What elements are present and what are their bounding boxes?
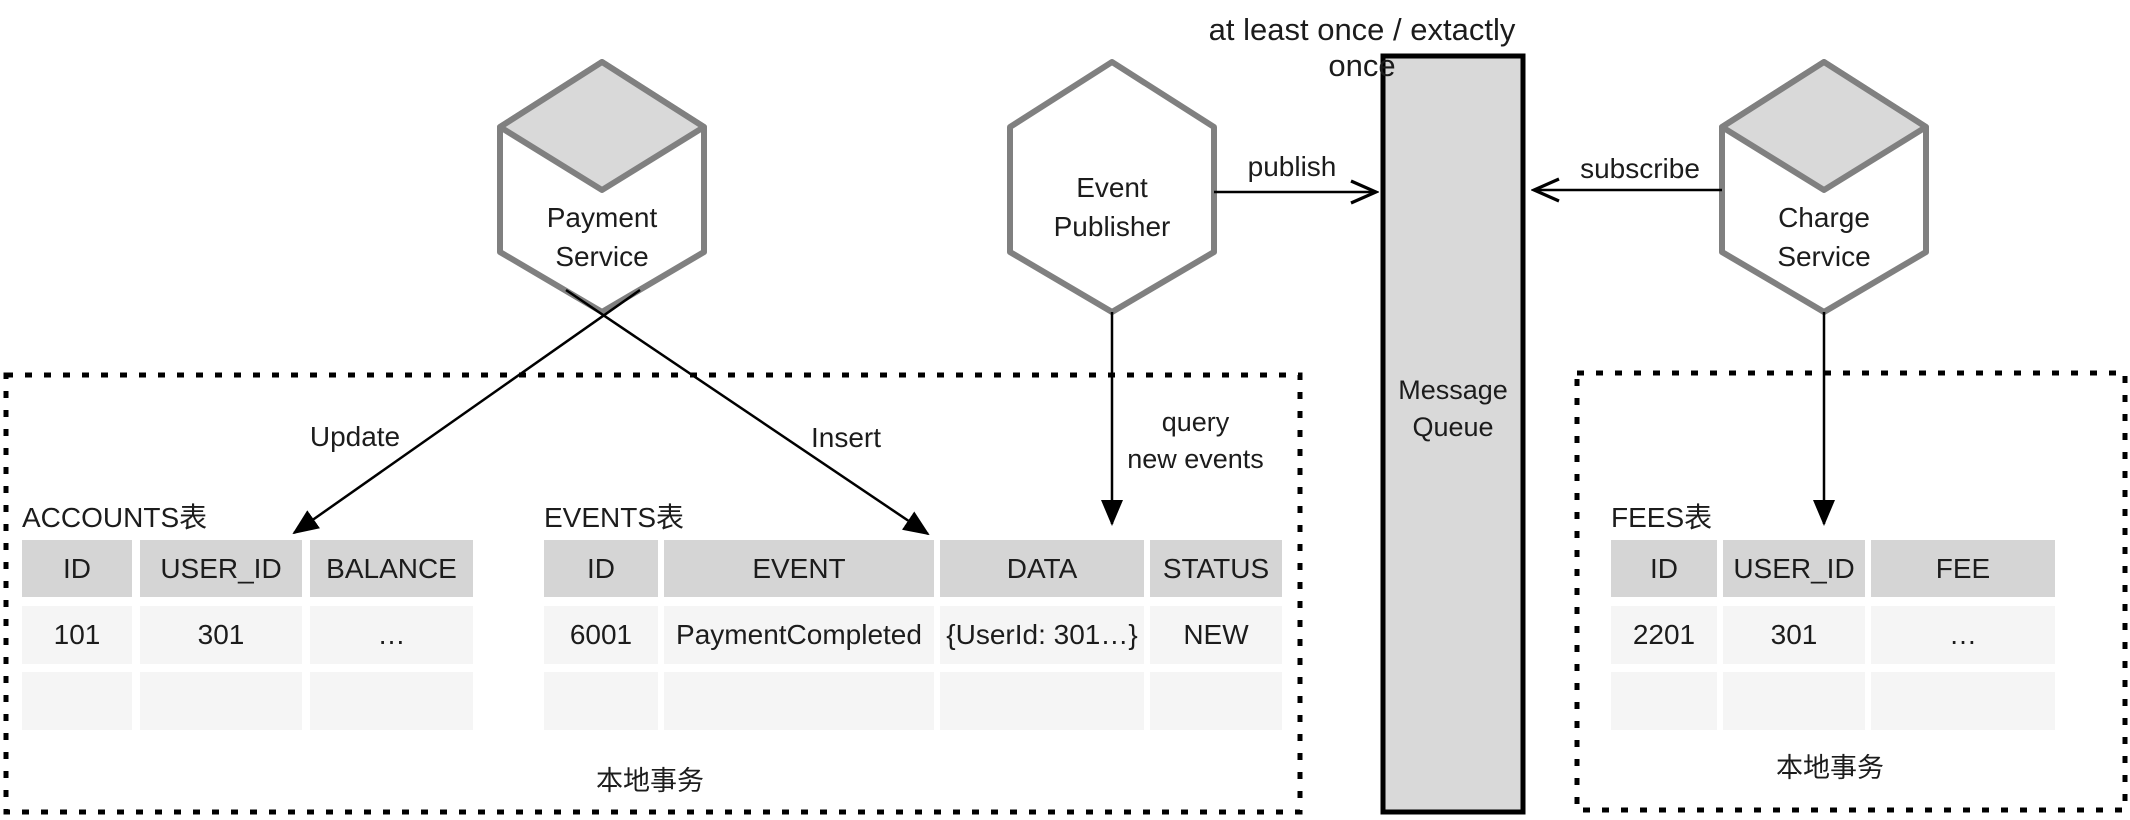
payment-service-label: Payment Service — [500, 198, 704, 276]
accounts-table-title: ACCOUNTS表 — [22, 502, 208, 533]
accounts-table: ID USER_ID BALANCE 101 301 … — [22, 540, 473, 730]
query-new-events-label: query new events — [1123, 404, 1268, 478]
update-label: Update — [309, 421, 401, 452]
accounts-cell-id: 101 — [22, 606, 132, 664]
fees-empty-cell — [1611, 672, 1717, 730]
accounts-empty-cell — [140, 672, 302, 730]
table-row: 101 301 … — [22, 606, 473, 664]
fees-header-user-id: USER_ID — [1723, 540, 1865, 597]
fees-cell-user-id: 301 — [1723, 606, 1865, 664]
accounts-cell-balance: … — [310, 606, 473, 664]
accounts-header-balance: BALANCE — [310, 540, 473, 597]
charge-service-top-face — [1719, 59, 1929, 193]
events-header-row: ID EVENT DATA STATUS — [544, 540, 1282, 597]
events-cell-event: PaymentCompleted — [664, 606, 934, 664]
fees-header-id: ID — [1611, 540, 1717, 597]
events-empty-cell — [664, 672, 934, 730]
query-label-line1: query — [1161, 407, 1230, 437]
events-header-status: STATUS — [1150, 540, 1282, 597]
accounts-empty-cell — [22, 672, 132, 730]
accounts-cell-user-id: 301 — [140, 606, 302, 664]
local-transaction-box-right — [1574, 370, 2128, 813]
fees-cell-fee: … — [1871, 606, 2055, 664]
fees-header-row: ID USER_ID FEE — [1611, 540, 2055, 597]
accounts-empty-cell — [310, 672, 473, 730]
fees-table-title: FEES表 — [1611, 502, 1713, 533]
accounts-header-row: ID USER_ID BALANCE — [22, 540, 473, 597]
message-queue-label-line1: Message — [1398, 375, 1508, 405]
insert-arrow — [565, 288, 930, 536]
accounts-header-user-id: USER_ID — [140, 540, 302, 597]
table-row — [544, 672, 1282, 730]
events-table-title: EVENTS表 — [544, 502, 685, 533]
message-queue-box — [1380, 53, 1526, 815]
subscribe-label: subscribe — [1580, 153, 1700, 184]
query-label-line2: new events — [1127, 444, 1264, 474]
message-queue-label-line2: Queue — [1412, 412, 1494, 442]
local-transaction-box-left — [3, 372, 1303, 815]
event-publisher-label-line1: Event — [1076, 172, 1148, 203]
local-transaction-label-right: 本地事务 — [1776, 753, 1884, 783]
events-empty-cell — [544, 672, 658, 730]
charge-service-label: Charge Service — [1722, 198, 1926, 276]
events-cell-data: {UserId: 301…} — [940, 606, 1144, 664]
fees-table: ID USER_ID FEE 2201 301 … — [1611, 540, 2055, 730]
event-publisher-label: Event Publisher — [1010, 168, 1214, 246]
events-cell-status: NEW — [1150, 606, 1282, 664]
diagram-title: at least once / extactly once — [1208, 12, 1516, 83]
fees-empty-cell — [1871, 672, 2055, 730]
charge-service-label-line2: Service — [1777, 241, 1871, 272]
update-arrow — [292, 288, 641, 535]
fees-header-fee: FEE — [1871, 540, 2055, 597]
charge-service-label-line1: Charge — [1778, 202, 1870, 233]
events-table: ID EVENT DATA STATUS 6001 PaymentComplet… — [544, 540, 1282, 730]
events-header-data: DATA — [940, 540, 1144, 597]
payment-service-label-line2: Service — [555, 241, 649, 272]
payment-service-label-line1: Payment — [546, 202, 658, 233]
fees-cell-id: 2201 — [1611, 606, 1717, 664]
table-row — [1611, 672, 2055, 730]
events-empty-cell — [1150, 672, 1282, 730]
payment-service-top-face — [497, 59, 707, 193]
events-empty-cell — [940, 672, 1144, 730]
accounts-header-id: ID — [22, 540, 132, 597]
fees-empty-cell — [1723, 672, 1865, 730]
table-row: 6001 PaymentCompleted {UserId: 301…} NEW — [544, 606, 1282, 664]
insert-label: Insert — [810, 422, 882, 453]
table-row: 2201 301 … — [1611, 606, 2055, 664]
message-queue-label: Message Queue — [1383, 372, 1523, 446]
event-publisher-label-line2: Publisher — [1053, 211, 1171, 242]
local-transaction-label-left: 本地事务 — [596, 766, 704, 796]
events-header-id: ID — [544, 540, 658, 597]
table-row — [22, 672, 473, 730]
events-header-event: EVENT — [664, 540, 934, 597]
publish-label: publish — [1247, 151, 1337, 182]
events-cell-id: 6001 — [544, 606, 658, 664]
